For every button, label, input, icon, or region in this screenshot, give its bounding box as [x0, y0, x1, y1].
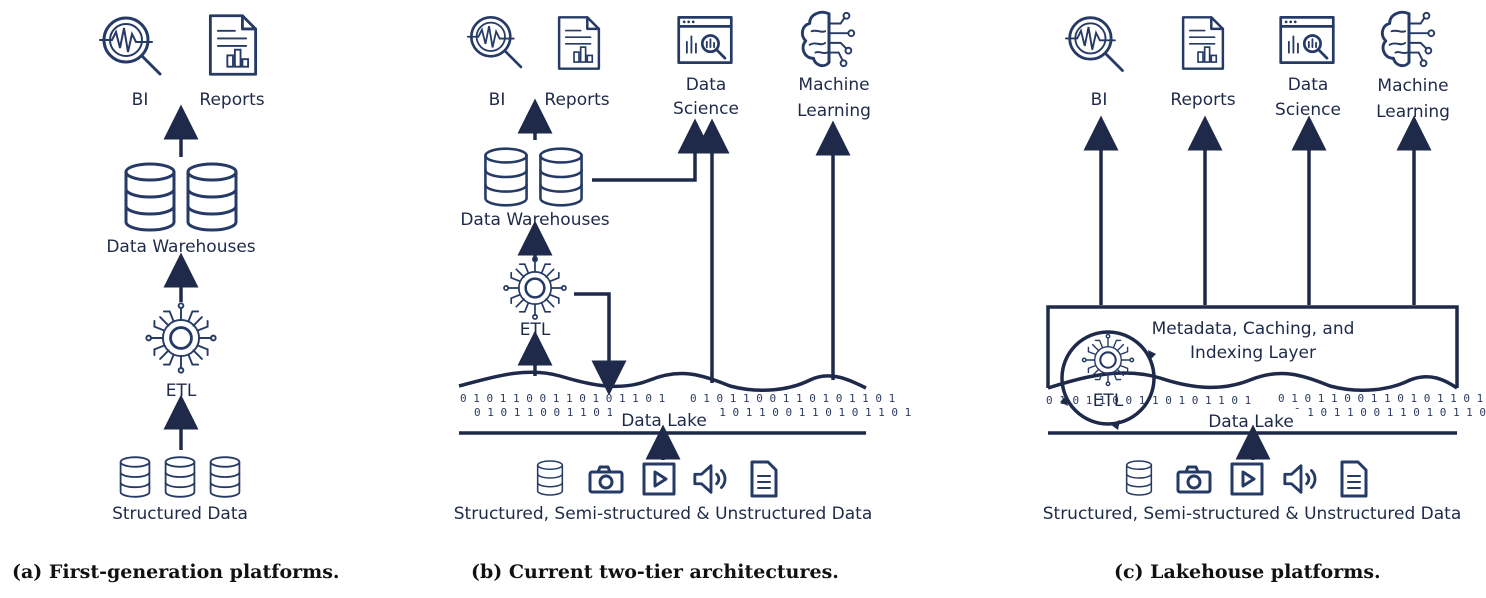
document-icon	[750, 460, 778, 498]
lake-bits: 0 1 0 1 1 0 0 1 1 0 1 0 1 1 0 1	[690, 392, 895, 405]
bi-label: BI	[1091, 90, 1108, 110]
reports-label: Reports	[199, 90, 264, 110]
reports-label: Reports	[1170, 90, 1235, 110]
camera-icon	[588, 465, 624, 494]
database-icon	[1125, 460, 1153, 496]
lake-bits: 0 1 0 1 1 0 0 1 1 0 1 0 1 1 0 1	[460, 392, 665, 405]
etl-label: ETL	[166, 381, 197, 401]
etl-label: ETL	[1093, 391, 1124, 411]
metadata-label-line1: Metadata, Caching, and	[1152, 319, 1355, 339]
data-lake-wave	[1047, 371, 1458, 392]
cycle-arrowhead	[1148, 350, 1156, 360]
reports-label: Reports	[544, 90, 609, 110]
database-icon	[124, 162, 176, 232]
caption-b: (b) Current two-tier architectures.	[471, 561, 839, 583]
etl-chip-icon	[502, 255, 568, 321]
lake-bits: 0 1 0 1 1 0 0 1 1 0 1 0 1 1 0 1	[706, 406, 911, 419]
data-science-label-line2: Science	[1275, 100, 1341, 120]
data-lake-wave	[458, 370, 867, 392]
sources-label: Structured, Semi-structured & Unstructur…	[1043, 504, 1462, 524]
bi-magnifier-icon	[1064, 16, 1124, 72]
video-play-icon	[1230, 462, 1264, 496]
data-science-label-line1: Data	[1288, 75, 1329, 95]
arrow-warehouse-to-data-science	[592, 118, 713, 182]
warehouses-label: Data Warehouses	[106, 237, 255, 257]
database-icon	[119, 456, 151, 498]
ml-label-line2: Learning	[1376, 102, 1450, 122]
data-science-icon	[677, 15, 733, 65]
data-lake-label: Data Lake	[1208, 412, 1294, 432]
data-science-label-line2: Science	[673, 99, 739, 119]
panel-a: BI Reports Data Warehouses ETL Structure…	[12, 14, 340, 583]
database-icon	[209, 456, 241, 498]
video-play-icon	[642, 462, 676, 496]
ml-label-line1: Machine	[798, 75, 869, 95]
etl-cycle-circle	[1060, 330, 1156, 426]
audio-icon	[1283, 464, 1317, 494]
bi-magnifier-icon	[466, 15, 523, 69]
structured-data-label: Structured Data	[112, 504, 248, 524]
report-icon	[1181, 16, 1225, 70]
lake-bits: 0 1 0 1 1 0 0 1 1 0 1 0 1 1 0 1	[1278, 392, 1483, 405]
panel-c: BI Reports Data Science Machine Learning…	[1043, 10, 1486, 583]
bi-label: BI	[132, 90, 149, 110]
camera-icon	[1176, 465, 1212, 494]
bi-label: BI	[489, 90, 506, 110]
lake-bits: 0 1 0 1 1 0 0 1 1 0 1 0 1 1 0 1	[1294, 406, 1486, 419]
database-icon	[539, 147, 583, 207]
arrow-etl-to-lake	[574, 292, 627, 396]
report-icon	[208, 14, 258, 76]
sources-label: Structured, Semi-structured & Unstructur…	[454, 504, 873, 524]
brain-icon	[800, 10, 856, 68]
data-science-label-line1: Data	[686, 75, 727, 95]
database-icon	[536, 460, 564, 496]
data-science-icon	[1279, 15, 1335, 65]
etl-label: ETL	[520, 320, 551, 340]
caption-a: (a) First-generation platforms.	[12, 561, 340, 583]
cycle-arrowhead	[1110, 420, 1120, 430]
ml-label-line1: Machine	[1377, 76, 1448, 96]
metadata-layer-box	[1046, 305, 1459, 388]
etl-chip-icon	[144, 301, 218, 375]
document-icon	[1340, 460, 1368, 498]
data-lake-label: Data Lake	[621, 411, 707, 431]
database-icon	[164, 456, 196, 498]
metadata-label-line2: Indexing Layer	[1190, 343, 1316, 363]
ml-label-line2: Learning	[797, 101, 871, 121]
database-icon	[186, 162, 238, 232]
brain-icon	[1380, 10, 1436, 68]
database-icon	[484, 147, 528, 207]
caption-c: (c) Lakehouse platforms.	[1114, 561, 1381, 583]
audio-icon	[693, 464, 727, 494]
cycle-arrowhead	[1060, 396, 1068, 406]
bi-magnifier-icon	[98, 16, 162, 76]
warehouses-label: Data Warehouses	[460, 210, 609, 230]
report-icon	[557, 16, 601, 70]
panel-b: BI Reports Data Science Machine Learning…	[454, 10, 911, 583]
